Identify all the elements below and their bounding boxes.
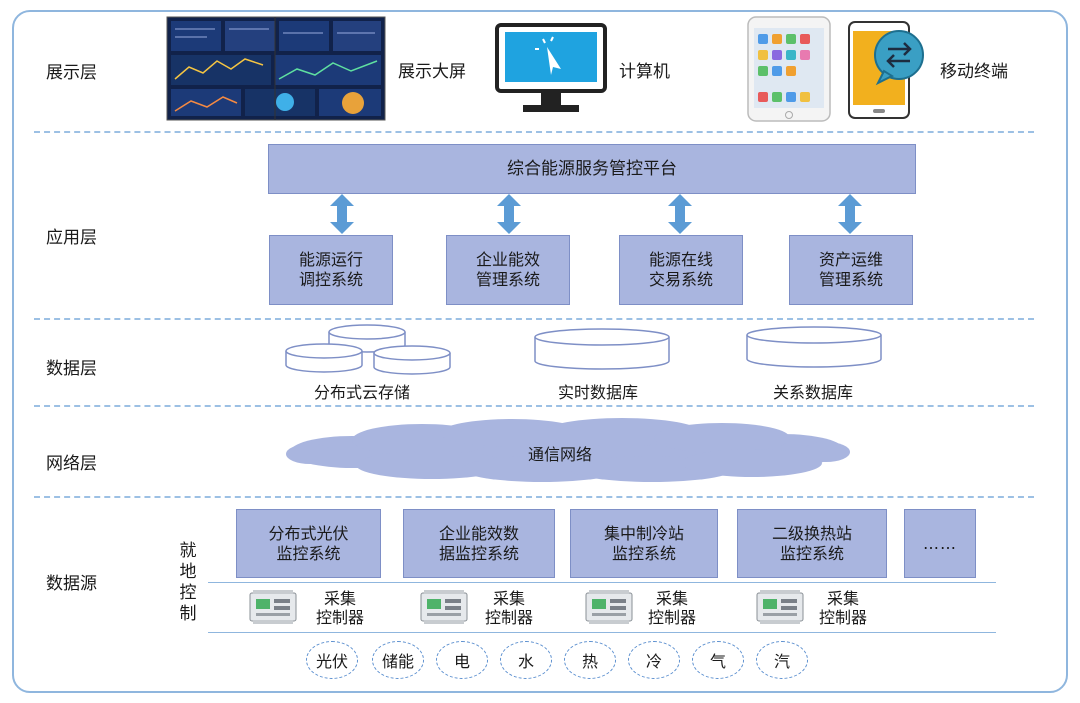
layer-label-application: 应用层: [46, 228, 97, 248]
tablet-icon: [747, 16, 831, 122]
network-label: 通信网络: [528, 445, 593, 464]
screen-label: 展示大屏: [398, 62, 466, 82]
monitor-system-line1: 二级换热站: [771, 523, 852, 543]
controller-label-line1: 采集: [323, 589, 356, 608]
distributed-storage-icon: [285, 324, 451, 375]
monitor-system-box: 二级换热站监控系统: [737, 509, 887, 578]
separator-2: [34, 318, 1034, 320]
local-control-char: 控: [179, 583, 197, 603]
realtime-db-icon: [534, 328, 670, 370]
controller-bus-bottom: [208, 632, 996, 633]
controller-device-icon: [756, 590, 804, 624]
monitor-system-line2: 监控系统: [276, 543, 341, 563]
monitor-system-box: 集中制冷站监控系统: [570, 509, 718, 578]
separator-1: [34, 131, 1034, 133]
local-control-char: 制: [179, 604, 197, 624]
energy-type: 光伏: [306, 641, 358, 679]
energy-type: 冷: [628, 641, 680, 679]
local-control-char: 就: [179, 541, 197, 561]
platform-label: 综合能源服务管控平台: [507, 159, 677, 179]
monitor-system-line2: 据监控系统: [438, 543, 519, 563]
monitor-system-line2: 监控系统: [611, 543, 676, 563]
computer-label: 计算机: [619, 62, 670, 82]
controller-bus-top: [208, 582, 996, 583]
diagram-frame: [12, 10, 1068, 693]
energy-type: 储能: [372, 641, 424, 679]
app-system-line2: 交易系统: [648, 270, 713, 289]
controller-device-icon: [420, 590, 468, 624]
local-control-label: 就 地 控 制: [178, 541, 198, 625]
platform-box: 综合能源服务管控平台: [268, 144, 916, 194]
controller-label-line1: 采集: [655, 589, 688, 608]
app-system-box: 能源在线交易系统: [619, 235, 743, 305]
monitor-system-line1: 集中制冷站: [603, 523, 684, 543]
controller-label-line1: 采集: [492, 589, 525, 608]
display-screen-icon: [166, 16, 386, 121]
layer-label-presentation: 展示层: [46, 63, 97, 83]
computer-icon: [495, 23, 607, 112]
layer-label-data: 数据层: [46, 359, 97, 379]
app-system-line2: 管理系统: [818, 270, 883, 289]
relational-db-label: 关系数据库: [773, 383, 854, 402]
cloud-icon: [286, 418, 850, 482]
controller-label: 采集控制器: [808, 589, 878, 627]
app-system-line1: 能源运行: [298, 250, 363, 269]
separator-3: [34, 405, 1034, 407]
layer-label-network: 网络层: [46, 454, 97, 474]
more-systems-box: ……: [904, 509, 976, 578]
relational-db-icon: [746, 326, 882, 368]
controller-device-icon: [585, 590, 633, 624]
double-arrow-icon: [330, 194, 354, 234]
controller-label-line2: 控制器: [484, 608, 533, 627]
energy-type: 汽: [756, 641, 808, 679]
app-system-line1: 资产运维: [818, 250, 883, 269]
controller-label: 采集控制器: [305, 589, 375, 627]
monitor-system-line1: 分布式光伏: [268, 523, 349, 543]
app-system-box: 企业能效管理系统: [446, 235, 570, 305]
double-arrow-icon: [668, 194, 692, 234]
app-system-line1: 能源在线: [648, 250, 713, 269]
monitor-system-line2: 监控系统: [779, 543, 844, 563]
local-control-char: 地: [179, 562, 197, 582]
controller-label-line2: 控制器: [647, 608, 696, 627]
app-system-line2: 调控系统: [298, 270, 363, 289]
layer-label-source: 数据源: [46, 574, 97, 594]
double-arrow-icon: [497, 194, 521, 234]
controller-label-line1: 采集: [826, 589, 859, 608]
monitor-system-box: 分布式光伏监控系统: [236, 509, 381, 578]
app-system-line1: 企业能效: [475, 250, 540, 269]
energy-type: 水: [500, 641, 552, 679]
app-system-box: 能源运行调控系统: [269, 235, 393, 305]
controller-label: 采集控制器: [474, 589, 544, 627]
energy-type: 电: [436, 641, 488, 679]
double-arrow-icon: [838, 194, 862, 234]
separator-4: [34, 496, 1034, 498]
monitor-system-line1: 企业能效数: [438, 523, 519, 543]
distributed-storage-label: 分布式云存储: [314, 383, 411, 402]
app-system-line2: 管理系统: [475, 270, 540, 289]
app-system-box: 资产运维管理系统: [789, 235, 913, 305]
realtime-db-label: 实时数据库: [558, 383, 639, 402]
monitor-system-box: 企业能效数据监控系统: [403, 509, 555, 578]
energy-type: 气: [692, 641, 744, 679]
controller-device-icon: [249, 590, 297, 624]
controller-label-line2: 控制器: [315, 608, 364, 627]
mobile-label: 移动终端: [940, 62, 1008, 82]
mobile-phone-icon: [848, 21, 924, 119]
controller-label-line2: 控制器: [818, 608, 867, 627]
more-systems-label: ……: [923, 533, 957, 553]
controller-label: 采集控制器: [637, 589, 707, 627]
energy-type: 热: [564, 641, 616, 679]
